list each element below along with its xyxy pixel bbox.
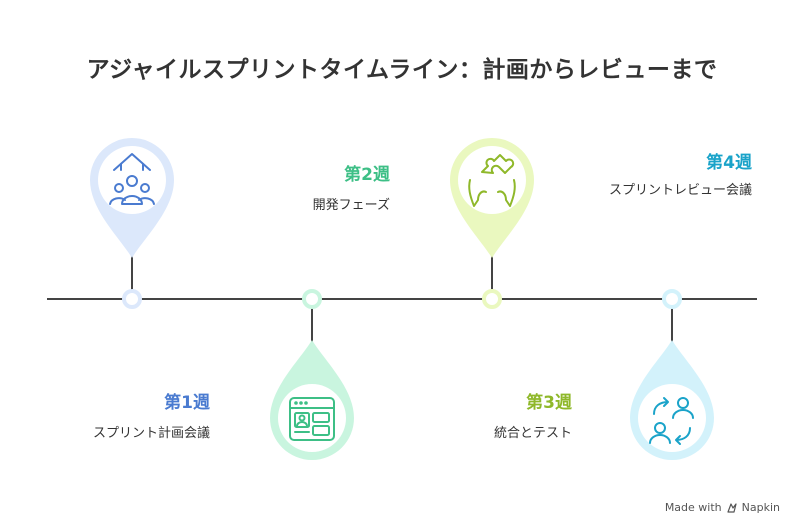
week4-label: 第4週 [706, 153, 752, 173]
week3-label: 第3週 [526, 393, 572, 413]
week2-pin [270, 289, 354, 460]
week3-pin [450, 138, 534, 309]
week4-description: スプリントレビュー会議 [608, 183, 752, 198]
week2-description: 開発フェーズ [312, 198, 390, 213]
browser-layout-icon [289, 397, 335, 441]
team-growth-icon [109, 153, 155, 205]
user-exchange-icon [649, 397, 694, 445]
week2-label: 第2週 [344, 165, 390, 185]
week4-pin [630, 289, 714, 460]
puzzle-hands-icon [468, 154, 516, 207]
week1-description: スプリント計画会議 [92, 426, 210, 441]
page-title: アジャイルスプリントタイムライン：計画からレビューまで [86, 57, 718, 83]
napkin-logo-icon [727, 502, 737, 513]
branding-name: Napkin [741, 501, 780, 514]
branding-text: Made with [664, 501, 722, 514]
week1-pin [90, 138, 174, 309]
week1-label: 第1週 [164, 393, 210, 413]
napkin-branding: Made with Napkin [665, 501, 780, 514]
week3-description: 統合とテスト [493, 426, 572, 441]
